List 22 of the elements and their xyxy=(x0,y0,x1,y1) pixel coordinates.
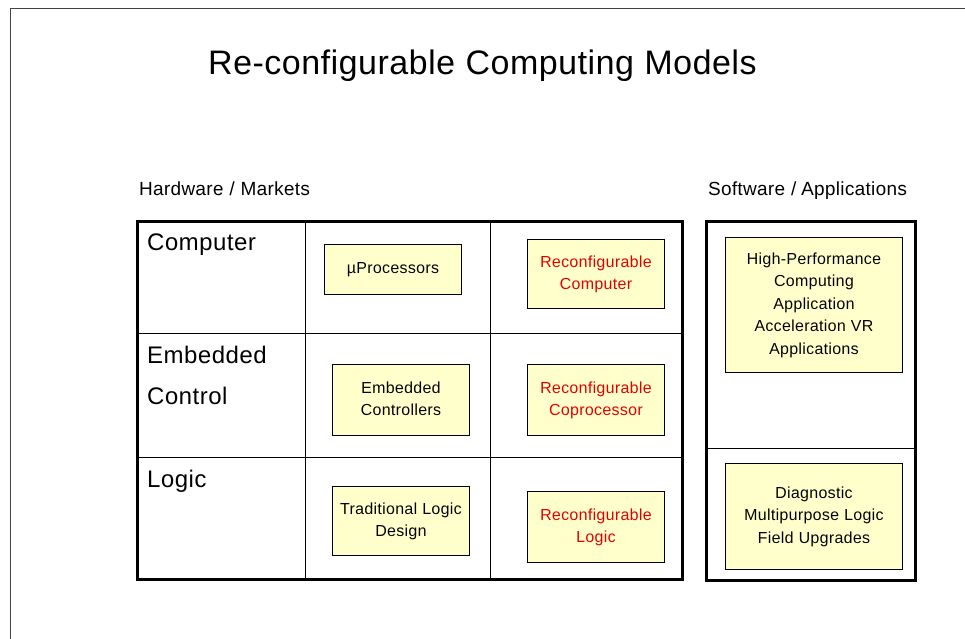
model-box xyxy=(527,239,665,309)
row-header: Computer xyxy=(147,228,258,258)
row-header: Logic xyxy=(147,465,208,495)
model-label: High-Performance Computing Application Acceleration VR Applications xyxy=(746,250,882,360)
model-box xyxy=(527,364,665,436)
model-box xyxy=(527,491,665,563)
model-label: Diagnostic Multipurpose Logic Field Upgrades xyxy=(743,484,885,549)
model-label: Embedded Controllers xyxy=(360,378,442,421)
model-box xyxy=(324,244,462,295)
model-label: Reconfigurable Computer xyxy=(539,252,653,295)
model-box xyxy=(725,237,903,373)
model-label: µProcessors xyxy=(346,259,440,280)
model-box xyxy=(725,463,903,570)
model-box xyxy=(332,486,470,556)
model-label: Reconfigurable Coprocessor xyxy=(539,378,653,421)
model-label: Reconfigurable Logic xyxy=(539,506,653,548)
row-header: Embedded Control xyxy=(147,341,268,412)
model-box xyxy=(332,364,470,436)
panel-heading: Hardware / Markets xyxy=(139,179,310,201)
slide-title: Re-configurable Computing Models xyxy=(207,44,758,83)
panel-heading: Software / Applications xyxy=(708,179,908,201)
model-label: Traditional Logic Design xyxy=(339,500,463,542)
